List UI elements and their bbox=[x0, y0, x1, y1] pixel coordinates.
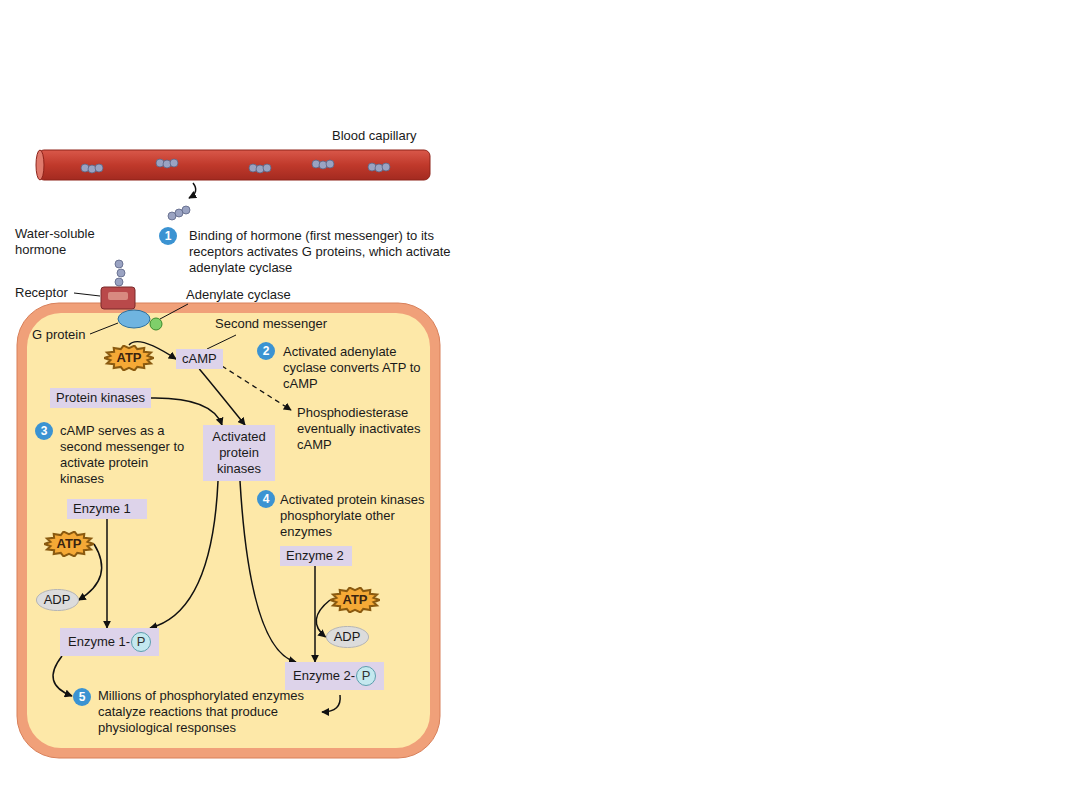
connector-arrow bbox=[151, 398, 222, 425]
process-box: Activated protein kinases bbox=[203, 425, 275, 481]
phosphate-circle: P bbox=[131, 632, 151, 652]
text-label: Activated protein kinases phosphorylate … bbox=[280, 492, 430, 540]
cell bbox=[17, 303, 440, 758]
node-label: ATP bbox=[342, 592, 367, 608]
node-label: Activated protein kinases bbox=[212, 429, 265, 476]
node-label: ATP bbox=[56, 536, 81, 552]
callout-number: 2 bbox=[257, 342, 275, 360]
text-label: G protein bbox=[32, 327, 85, 343]
connector-arrow bbox=[316, 600, 330, 637]
node-label: Enzyme 1- bbox=[68, 634, 130, 650]
connector-arrow bbox=[150, 481, 218, 628]
text-label: Blood capillary bbox=[332, 128, 417, 144]
g-protein bbox=[118, 310, 150, 328]
connector-arrow bbox=[106, 519, 108, 628]
atp-starburst: ATP bbox=[330, 587, 380, 613]
text-label: Millions of phosphorylated enzymes catal… bbox=[98, 688, 308, 736]
connector-arrow bbox=[314, 566, 316, 662]
adenylate-cyclase bbox=[150, 318, 162, 330]
atp-starburst: ATP bbox=[44, 531, 94, 557]
text-label: Water-soluble hormone bbox=[15, 226, 115, 258]
node-label: Enzyme 1 bbox=[73, 501, 131, 516]
node-label: cAMP bbox=[182, 351, 217, 366]
node-label: ADP bbox=[334, 629, 361, 645]
text-label: Binding of hormone (first messenger) to … bbox=[189, 228, 454, 276]
node-label: Enzyme 2 bbox=[286, 548, 344, 563]
text-label: Receptor bbox=[15, 285, 68, 301]
phosphate-circle: P bbox=[356, 666, 376, 686]
phosphorylated-enzyme-box: Enzyme 1-P bbox=[60, 628, 159, 656]
process-box: Enzyme 1 bbox=[67, 499, 147, 519]
process-box: Protein kinases bbox=[50, 388, 151, 408]
process-box: cAMP bbox=[176, 349, 223, 369]
process-box: Enzyme 2 bbox=[280, 546, 352, 566]
text-label: Activated adenylate cyclase converts ATP… bbox=[283, 344, 423, 392]
callout-number: 1 bbox=[159, 227, 177, 245]
text-label: Phosphodiesterase eventually inactivates… bbox=[297, 405, 432, 453]
text-label: Second messenger bbox=[215, 316, 327, 332]
text-label: Adenylate cyclase bbox=[186, 287, 291, 303]
atp-starburst: ATP bbox=[104, 345, 154, 371]
callout-number: 3 bbox=[35, 422, 53, 440]
adp-ellipse: ADP bbox=[326, 626, 369, 648]
blood-capillary bbox=[38, 150, 430, 180]
node-label: ATP bbox=[116, 350, 141, 366]
connector-arrow bbox=[199, 369, 245, 425]
node-label: ADP bbox=[44, 592, 71, 608]
callout-number: 5 bbox=[73, 688, 91, 706]
text-label: cAMP serves as a second messenger to act… bbox=[60, 423, 188, 487]
node-label: Protein kinases bbox=[56, 390, 145, 405]
adp-ellipse: ADP bbox=[36, 589, 79, 611]
node-label: Enzyme 2- bbox=[293, 668, 355, 684]
receptor bbox=[101, 287, 135, 309]
phosphorylated-enzyme-box: Enzyme 2-P bbox=[285, 662, 384, 690]
callout-number: 4 bbox=[257, 490, 275, 508]
